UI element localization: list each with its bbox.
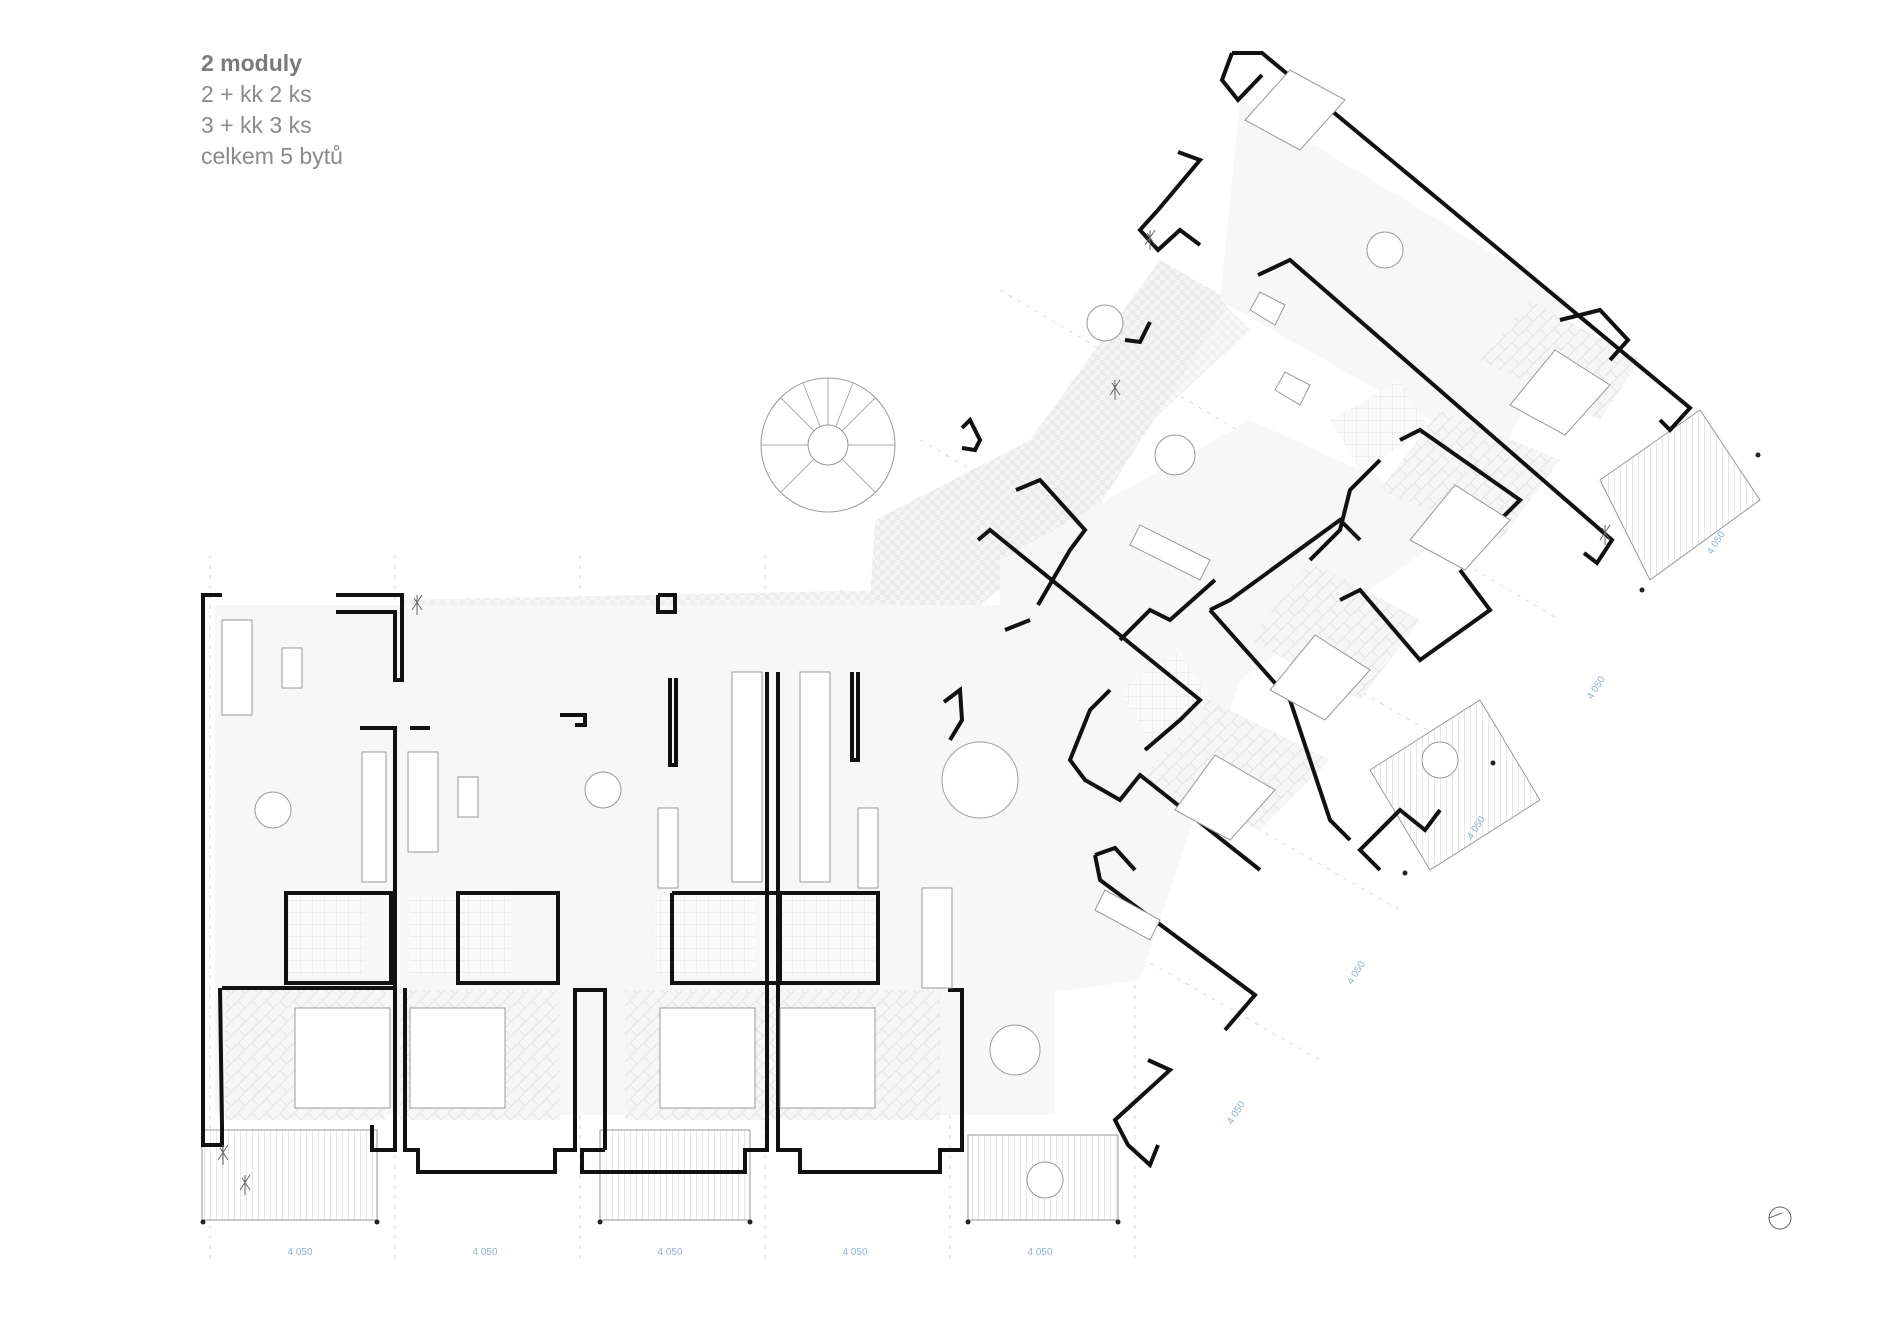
dim-bottom-1: 4 050 (287, 1247, 312, 1258)
legend-2kk: 2 + kk 2 ks (201, 81, 312, 107)
dim-bottom-4: 4 050 (842, 1247, 867, 1258)
north-arrow-icon (1768, 1206, 1792, 1230)
dim-bottom-3: 4 050 (657, 1247, 682, 1258)
dimension-labels-bottom: 4 050 4 050 4 050 4 050 4 050 (287, 1247, 1052, 1258)
dim-diag-4: 4 050 (1585, 674, 1608, 701)
plan-legend: 2 moduly 2 + kk 2 ks 3 + kk 3 ks celkem … (201, 48, 343, 172)
dim-bottom-2: 4 050 (472, 1247, 497, 1258)
walls-left-block (201, 593, 964, 1174)
spiral-staircase (760, 377, 896, 513)
beds (294, 349, 1611, 1109)
plants (217, 229, 1611, 1195)
dim-bottom-5: 4 050 (1027, 1247, 1052, 1258)
dining-tables (254, 231, 1459, 1199)
dim-diag-2: 4 050 (1345, 959, 1368, 986)
walls-right-wing (942, 51, 1693, 1169)
dimension-ticks (200, 452, 1761, 1225)
legend-total: celkem 5 bytů (201, 143, 343, 169)
legend-3kk: 3 + kk 3 ks (201, 112, 312, 138)
living-furniture (221, 69, 1346, 989)
legend-modules: 2 moduly (201, 50, 302, 76)
dim-diag-1: 4 050 (1225, 1099, 1248, 1126)
balconies (201, 409, 1761, 1221)
